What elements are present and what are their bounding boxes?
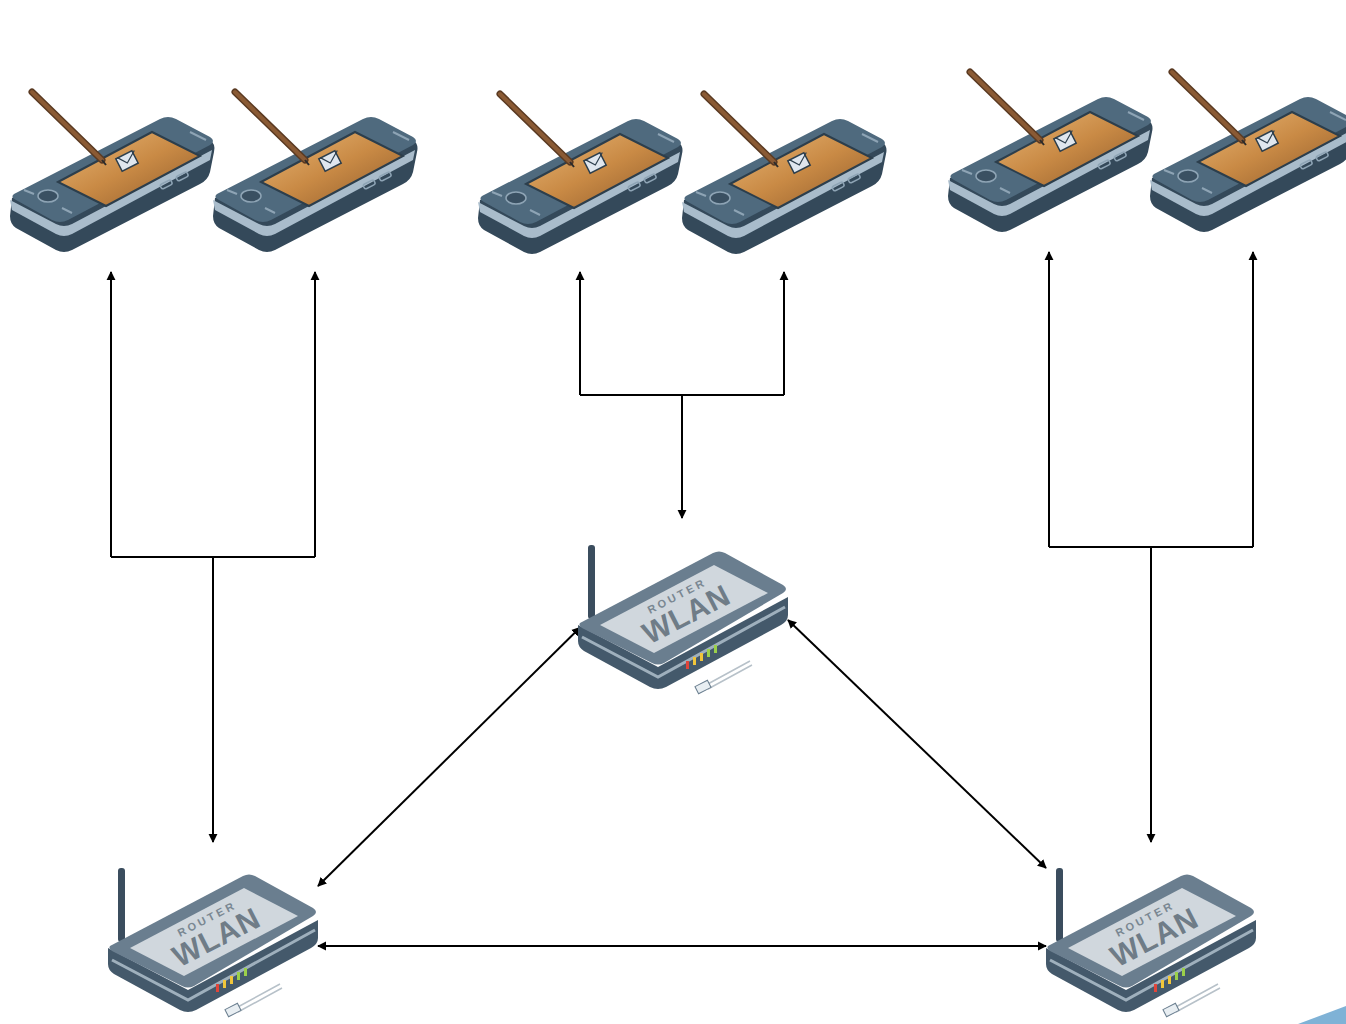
link-arrow	[318, 628, 580, 887]
router-plug	[695, 680, 711, 693]
router-led	[230, 976, 233, 984]
handheld-device	[478, 94, 683, 254]
device-arrow	[110, 272, 112, 557]
device-links	[111, 252, 1253, 842]
router-plug	[225, 1003, 241, 1016]
router-led	[693, 657, 696, 665]
router-panel	[1068, 888, 1236, 976]
router-led	[686, 661, 689, 669]
handheld-device	[10, 92, 215, 252]
router-plug	[1163, 1003, 1179, 1016]
router-led	[1154, 984, 1157, 992]
router-led	[237, 972, 240, 980]
link-arrow	[788, 620, 1046, 868]
router-led	[1161, 980, 1164, 988]
router-top	[110, 875, 317, 988]
handheld-device	[213, 92, 418, 252]
router-led	[223, 980, 226, 988]
device-arrow	[212, 557, 214, 842]
router-antenna	[1056, 868, 1063, 942]
handheld-device	[682, 94, 887, 254]
wlan-router: ROUTERWLAN	[108, 868, 318, 1018]
device-arrow	[314, 272, 316, 557]
handheld-device	[948, 72, 1153, 232]
wlan-router: ROUTERWLAN	[578, 545, 788, 695]
device-arrow	[783, 272, 785, 395]
router-antenna	[588, 545, 595, 619]
router-led	[700, 653, 703, 661]
router-cable	[1174, 984, 1220, 1012]
device-arrow	[1150, 547, 1152, 842]
router-panel	[600, 565, 768, 653]
handheld-device	[1150, 72, 1346, 232]
router-led	[1175, 972, 1178, 980]
router-panel	[130, 888, 298, 976]
router-led	[707, 649, 710, 657]
device-arrow	[1048, 252, 1050, 547]
device-arrow	[1252, 252, 1254, 547]
router-top	[580, 552, 787, 665]
device-arrow	[681, 395, 683, 518]
router-led	[714, 645, 717, 653]
corner-mark	[1298, 1006, 1346, 1024]
router-top	[1048, 875, 1255, 988]
link-arrow	[318, 945, 1046, 947]
router-led	[1182, 968, 1185, 976]
router-cable	[236, 984, 282, 1012]
device-arrow	[579, 272, 581, 395]
wlan-router: ROUTERWLAN	[1046, 868, 1256, 1018]
router-led	[1168, 976, 1171, 984]
router-led	[244, 968, 247, 976]
router-antenna	[118, 868, 125, 942]
handheld-group	[10, 72, 1346, 254]
router-cable	[706, 661, 752, 689]
router-led	[216, 984, 219, 992]
